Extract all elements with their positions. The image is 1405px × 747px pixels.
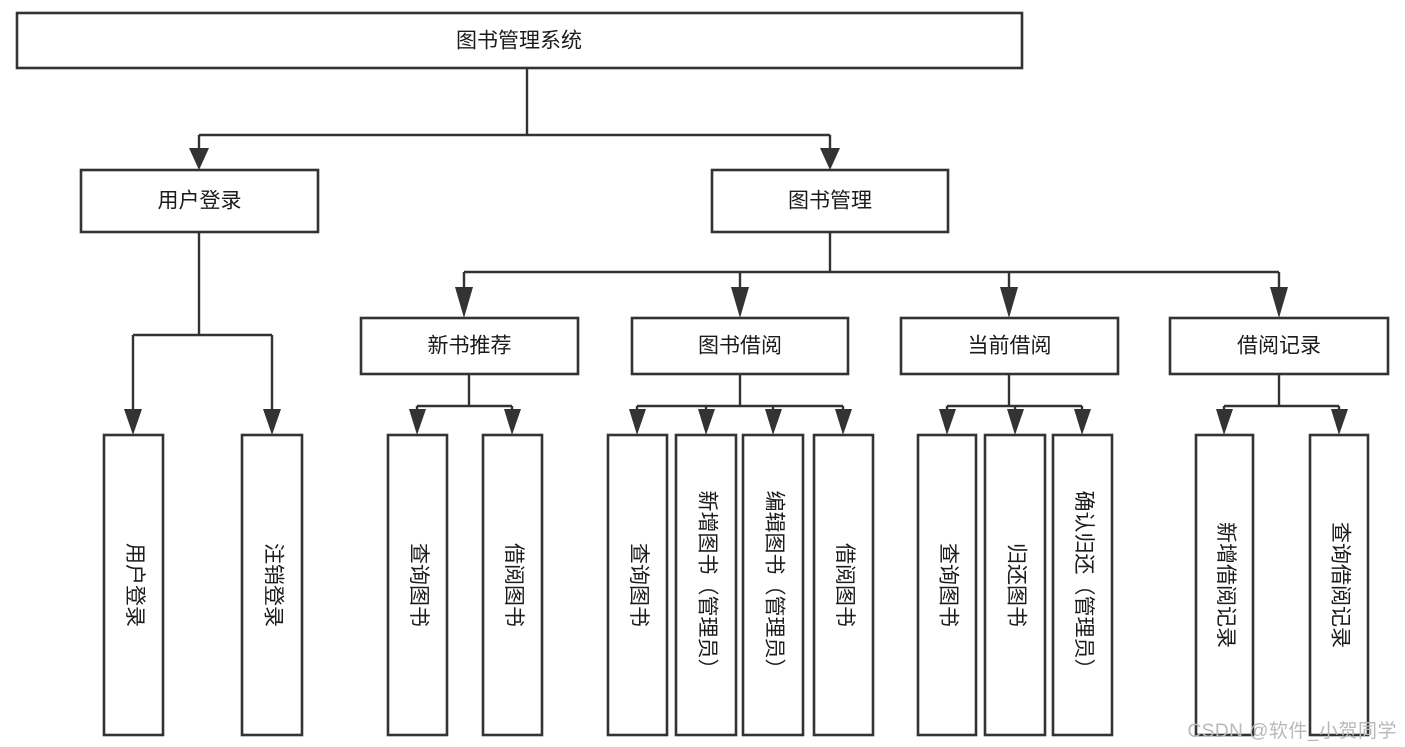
node-root-box[interactable] (15, 11, 1024, 70)
node-borrow-record[interactable]: 借阅记录 (1168, 316, 1390, 376)
node-leaf-query-book-bb-label: 查询图书 (627, 543, 650, 627)
node-leaf-edit-book-label: 编辑图书（管理员） (762, 491, 785, 680)
node-leaf-logout-box[interactable] (240, 433, 304, 737)
arrow-head-icon (504, 409, 521, 435)
arrow-head-icon (189, 148, 209, 170)
node-root-label: 图书管理系统 (456, 30, 582, 53)
node-leaf-query-borrow-record-box[interactable] (1308, 433, 1370, 737)
node-leaf-confirm-return-box[interactable] (1051, 433, 1114, 737)
node-current-borrow[interactable]: 当前借阅 (899, 316, 1120, 376)
node-leaf-add-borrow-record[interactable]: 新增借阅记录 (1194, 433, 1255, 737)
node-leaf-borrow-book-bb-label: 借阅图书 (833, 543, 856, 627)
node-leaf-query-book-rec-box[interactable] (386, 433, 449, 737)
arrow-head-icon (765, 409, 782, 435)
arrow-head-icon (698, 409, 715, 435)
arrow-head-icon (1270, 287, 1288, 318)
node-new-book-recommend-label: 新书推荐 (428, 335, 512, 358)
node-leaf-return-book-label: 归还图书 (1004, 543, 1027, 627)
node-leaf-return-book[interactable]: 归还图书 (983, 433, 1047, 737)
node-leaf-user-login-box[interactable] (102, 433, 165, 737)
connector-group-user-login (124, 232, 281, 435)
node-leaf-query-borrow-record[interactable]: 查询借阅记录 (1308, 433, 1370, 737)
arrow-head-icon (409, 409, 426, 435)
arrow-head-icon (939, 409, 956, 435)
arrow-head-icon (731, 287, 749, 318)
node-leaf-query-book-cb-box[interactable] (916, 433, 978, 737)
arrow-head-icon (1216, 409, 1233, 435)
node-book-borrow-box[interactable] (630, 316, 850, 376)
node-leaf-add-book-label: 新增图书（管理员） (695, 491, 718, 680)
connector-group-borrow-record (1216, 374, 1348, 435)
node-leaf-query-book-cb[interactable]: 查询图书 (916, 433, 978, 737)
node-leaf-borrow-book-bb[interactable]: 借阅图书 (812, 433, 875, 737)
node-leaf-return-book-box[interactable] (983, 433, 1047, 737)
arrow-head-icon (1074, 409, 1091, 435)
arrow-head-icon (263, 409, 281, 435)
arrow-head-icon (820, 148, 840, 170)
node-leaf-borrow-book-rec-label: 借阅图书 (502, 543, 525, 627)
arrow-head-icon (455, 287, 473, 318)
node-book-borrow[interactable]: 图书借阅 (630, 316, 850, 376)
node-new-book-recommend-box[interactable] (359, 316, 580, 376)
connector-group-new-book (409, 374, 521, 435)
node-book-manage-box[interactable] (710, 168, 950, 234)
node-borrow-record-box[interactable] (1168, 316, 1390, 376)
connector-group-book-manage (455, 232, 1288, 318)
node-leaf-query-book-bb[interactable]: 查询图书 (606, 433, 669, 737)
node-leaf-query-book-rec[interactable]: 查询图书 (386, 433, 449, 737)
arrow-head-icon (124, 409, 142, 435)
node-leaf-add-book-box[interactable] (674, 433, 738, 737)
node-book-manage[interactable]: 图书管理 (710, 168, 950, 234)
node-leaf-confirm-return-label: 确认归还（管理员） (1072, 491, 1095, 680)
node-user-login-box[interactable] (79, 168, 320, 234)
node-user-login-label: 用户登录 (158, 190, 242, 213)
node-leaf-logout-label: 注销登录 (261, 543, 284, 627)
node-leaf-logout[interactable]: 注销登录 (240, 433, 304, 737)
node-root[interactable]: 图书管理系统 (15, 11, 1024, 70)
node-leaf-borrow-book-bb-box[interactable] (812, 433, 875, 737)
node-current-borrow-box[interactable] (899, 316, 1120, 376)
node-user-login[interactable]: 用户登录 (79, 168, 320, 234)
node-leaf-query-book-cb-label: 查询图书 (936, 543, 959, 627)
node-leaf-user-login[interactable]: 用户登录 (102, 433, 165, 737)
node-new-book-recommend[interactable]: 新书推荐 (359, 316, 580, 376)
node-leaf-user-login-label: 用户登录 (123, 543, 146, 627)
node-leaf-borrow-book-rec-box[interactable] (481, 433, 544, 737)
node-current-borrow-label: 当前借阅 (968, 335, 1052, 358)
arrow-head-icon (1000, 287, 1018, 318)
arrow-head-icon (835, 409, 852, 435)
connector-group-current-borrow (939, 374, 1091, 435)
connector-group-root (189, 68, 840, 170)
node-leaf-confirm-return[interactable]: 确认归还（管理员） (1051, 433, 1114, 737)
arrow-head-icon (629, 409, 646, 435)
arrow-head-icon (1331, 409, 1348, 435)
node-leaf-edit-book[interactable]: 编辑图书（管理员） (741, 433, 805, 737)
arrow-head-icon (1007, 409, 1024, 435)
node-leaf-query-borrow-record-label: 查询借阅记录 (1328, 522, 1351, 648)
node-book-manage-label: 图书管理 (788, 190, 872, 213)
node-leaf-query-book-bb-box[interactable] (606, 433, 669, 737)
connector-group-book-borrow (629, 374, 852, 435)
node-leaf-add-borrow-record-box[interactable] (1194, 433, 1255, 737)
node-leaf-add-borrow-record-label: 新增借阅记录 (1214, 522, 1237, 648)
node-borrow-record-label: 借阅记录 (1237, 335, 1321, 358)
node-leaf-borrow-book-rec[interactable]: 借阅图书 (481, 433, 544, 737)
node-book-borrow-label: 图书借阅 (698, 335, 782, 358)
node-leaf-edit-book-box[interactable] (741, 433, 805, 737)
node-leaf-query-book-rec-label: 查询图书 (407, 543, 430, 627)
node-leaf-add-book[interactable]: 新增图书（管理员） (674, 433, 738, 737)
